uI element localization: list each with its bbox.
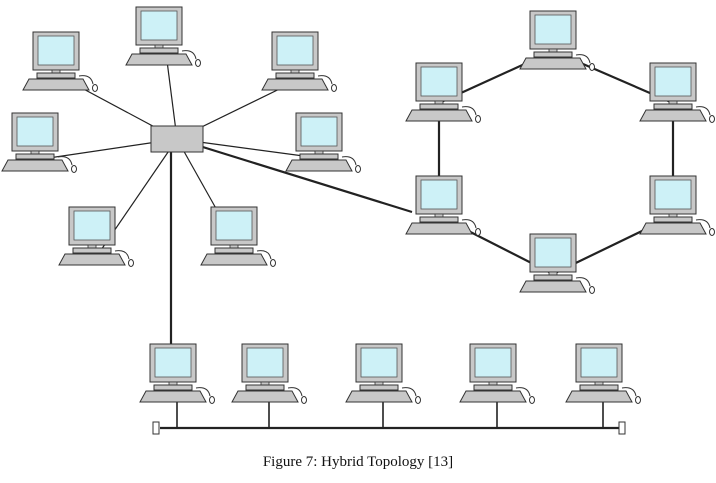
computer-icon (58, 206, 134, 267)
computer-icon (200, 206, 276, 267)
figure-caption: Figure 7: Hybrid Topology [13] (262, 454, 454, 470)
terminator-icon (152, 421, 160, 435)
star-cable (165, 52, 178, 140)
computer-icon (125, 6, 201, 67)
network-nodes (1, 6, 715, 435)
computer-icon (231, 343, 307, 404)
computer-icon (639, 175, 715, 236)
terminator-icon (618, 421, 626, 435)
hub-icon (150, 125, 204, 153)
hybrid-topology-diagram (1, 6, 715, 435)
computer-icon (459, 343, 535, 404)
computer-icon (261, 31, 337, 92)
computer-icon (519, 233, 595, 294)
computer-icon (139, 343, 215, 404)
computer-icon (639, 62, 715, 123)
computer-icon (1, 112, 77, 173)
computer-icon (565, 343, 641, 404)
computer-icon (405, 175, 481, 236)
computer-icon (285, 112, 361, 173)
computer-icon (405, 62, 481, 123)
computer-icon (22, 31, 98, 92)
computer-icon (345, 343, 421, 404)
computer-icon (519, 10, 595, 71)
star-to-ring-cable (176, 137, 413, 214)
